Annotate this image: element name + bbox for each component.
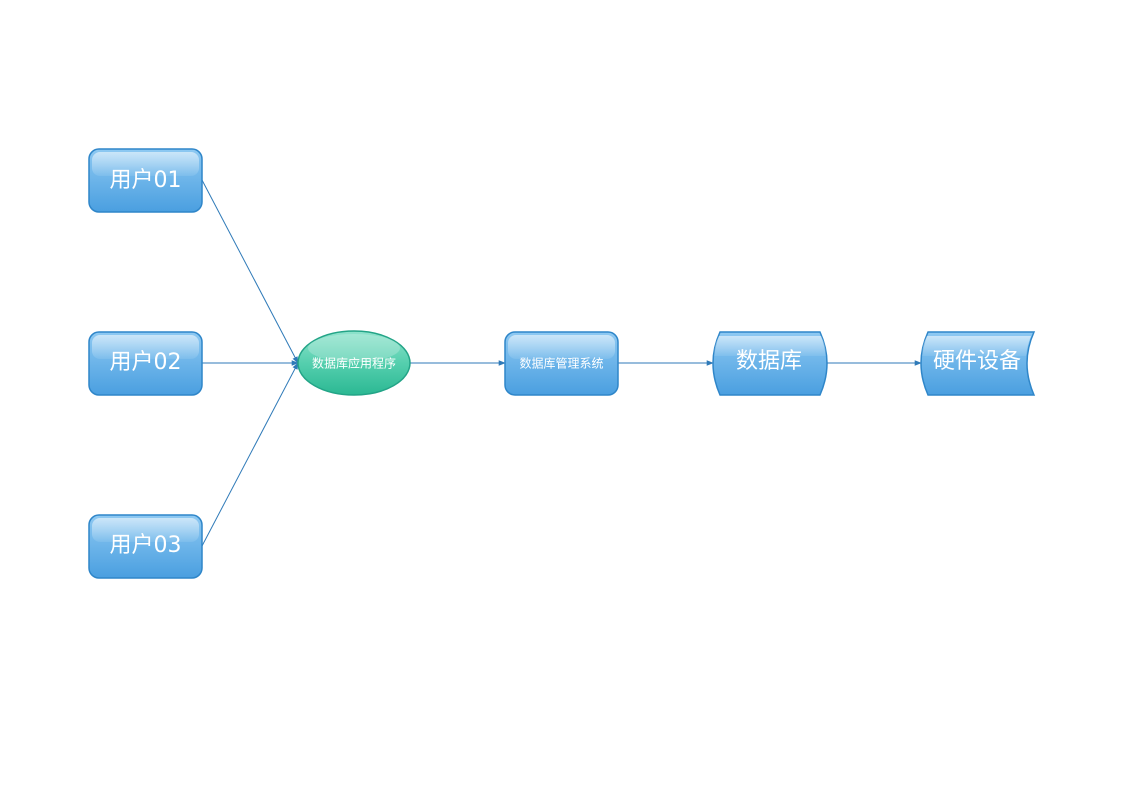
node-user03-label: 用户03: [110, 533, 182, 558]
node-dbms-label: 数据库管理系统: [519, 356, 603, 371]
node-app[interactable]: 数据库应用程序: [297, 330, 411, 396]
node-hardware[interactable]: 硬件设备: [920, 331, 1036, 396]
node-hardware-label: 硬件设备: [933, 349, 1021, 374]
node-app-gloss: [308, 334, 400, 362]
node-db-gloss: [714, 336, 826, 356]
edge-user03-to-app: [201, 362, 299, 547]
node-dbms-gloss: [508, 335, 615, 359]
node-user01-label: 用户01: [110, 168, 182, 193]
edge-user01-to-app: [201, 179, 299, 364]
node-hardware-gloss: [922, 336, 1031, 356]
node-db[interactable]: 数据库: [712, 331, 828, 396]
node-app-shape: [297, 330, 411, 396]
node-user03[interactable]: 用户03: [88, 514, 203, 579]
node-user02-label: 用户02: [110, 350, 182, 375]
node-app-label: 数据库应用程序: [312, 356, 396, 371]
node-user02[interactable]: 用户02: [88, 331, 203, 396]
node-user01[interactable]: 用户01: [88, 148, 203, 213]
node-user03-gloss: [92, 518, 199, 542]
node-dbms[interactable]: 数据库管理系统: [504, 331, 619, 396]
node-user02-gloss: [92, 335, 199, 359]
node-user01-gloss: [92, 152, 199, 176]
node-db-label: 数据库: [736, 349, 802, 374]
edges: [201, 179, 922, 547]
